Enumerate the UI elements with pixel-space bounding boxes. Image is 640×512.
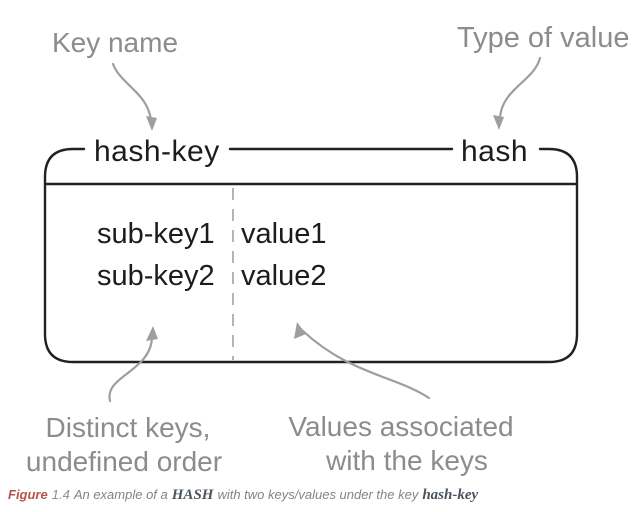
type-of-value-arrow [498,56,542,119]
hash-key-name-label: hash-key [94,135,220,168]
caption-key-term: hash-key [422,487,479,503]
key-name-arrowhead-icon [146,116,157,131]
annotation-key-name: Key name [52,27,178,58]
entry-key-1: sub-key1 [97,218,215,250]
distinct-keys-arrowhead-icon [146,326,158,341]
distinct-keys-arrow [108,336,154,403]
values-associated-arrowhead-icon [294,322,306,339]
entry-key-2: sub-key2 [97,260,215,292]
entry-value-2: value2 [241,260,326,292]
caption-text-before: An example of a [73,487,168,502]
type-of-value-arrowhead-icon [493,115,504,130]
annotation-type-of-value: Type of value [457,22,630,54]
annotation-distinct-keys-line1: Distinct keys, [46,412,211,443]
annotation-values-line1: Values associated [288,411,513,442]
caption-figure-word: Figure [8,487,48,502]
caption-figure-number: 1.4 [51,487,70,502]
annotation-distinct-keys-line2: undefined order [26,446,222,477]
annotation-values-line2: with the keys [325,445,488,476]
caption-text-after: with two keys/values under the key [217,487,419,502]
key-name-arrow [111,62,153,122]
hash-box-outline [43,147,579,364]
entry-value-1: value1 [241,218,326,250]
hash-type-label: hash [461,135,528,168]
caption-hash-term: HASH [171,487,214,503]
values-associated-arrow [301,329,431,400]
